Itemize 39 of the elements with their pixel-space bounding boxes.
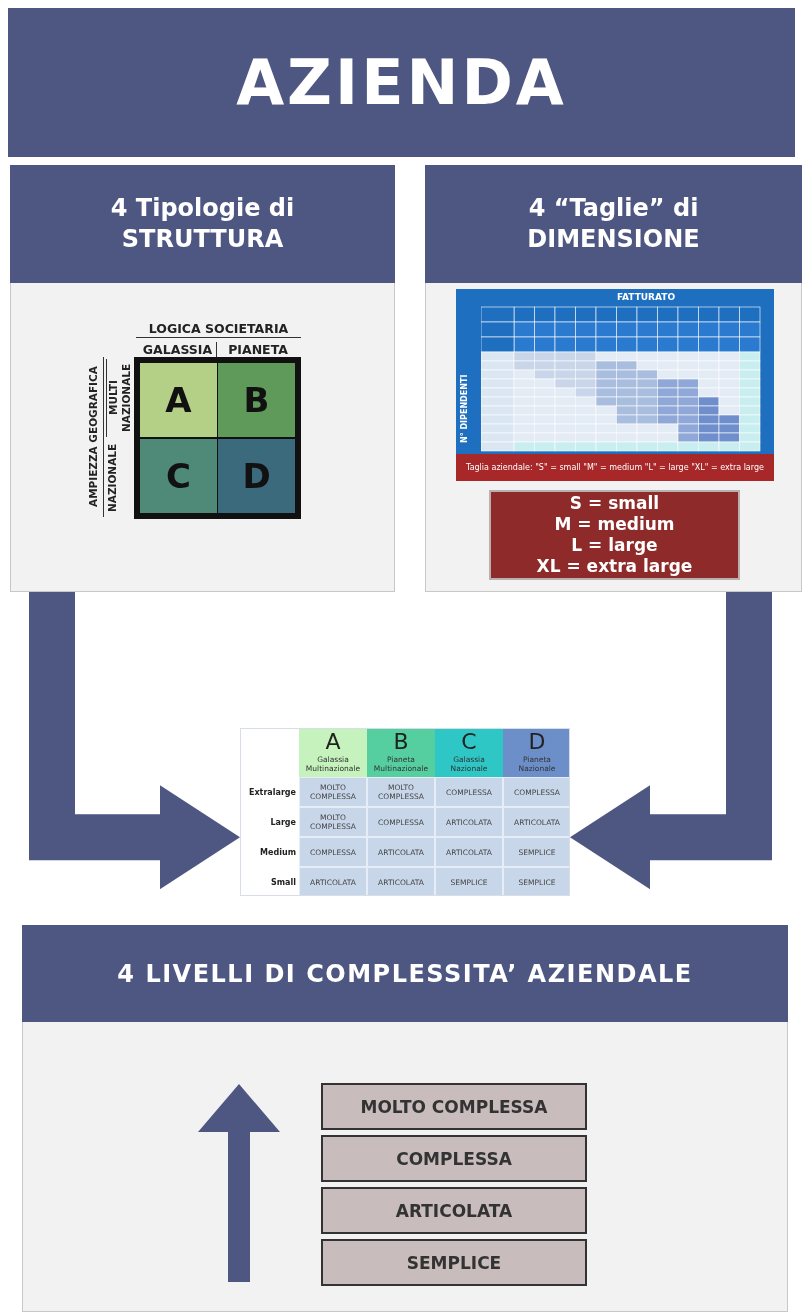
axis-title: AMPIEZZA GEOGRAFICA xyxy=(87,357,104,517)
quadrant-tile: A xyxy=(140,363,217,437)
legend-line: M = medium xyxy=(554,514,675,535)
arrow xyxy=(29,592,240,890)
column-letter: D xyxy=(527,730,547,754)
panel xyxy=(425,165,802,592)
row-label: NAZIONALE xyxy=(106,442,119,515)
legend-line: S = small xyxy=(569,493,660,514)
legend-line: L = large xyxy=(571,535,658,556)
panel-title: 4 LIVELLI DI COMPLESSITA’ AZIENDALE xyxy=(116,958,694,990)
panel-title: 4 Tipologie di STRUTTURA xyxy=(109,192,296,255)
title: AZIENDA xyxy=(235,45,568,121)
column-label: PIANETA xyxy=(227,342,289,357)
table-heading: FATTURATO xyxy=(615,292,677,302)
column-letter: A xyxy=(324,730,342,754)
column-letter: C xyxy=(460,730,478,754)
arrow xyxy=(570,592,772,890)
row-label: MULTI NAZIONALE xyxy=(106,359,133,437)
level-box: SEMPLICE xyxy=(321,1239,587,1286)
panel xyxy=(10,165,395,592)
legend-line: XL = extra large xyxy=(536,556,693,577)
row-label: Medium xyxy=(259,846,296,859)
panel xyxy=(22,925,788,1312)
level-box: ARTICOLATA xyxy=(321,1187,587,1234)
quadrant-tile: B xyxy=(218,363,295,437)
row-label: Large xyxy=(269,816,296,829)
complexity-table xyxy=(240,728,570,896)
axis-title: LOGICA SOCIETARIA xyxy=(136,321,301,338)
column-letter: B xyxy=(392,730,410,754)
axis-label: N° DIPENDENTI xyxy=(460,373,469,446)
table-footnote: Taglia aziendale: "S" = small "M" = medium "L" = large "XL" = extra large xyxy=(456,454,774,481)
level-box: COMPLESSA xyxy=(321,1135,587,1182)
row-label: Extralarge xyxy=(247,786,296,799)
legend-box xyxy=(489,490,740,580)
quadrant-tile: D xyxy=(218,439,295,513)
row-label: Small xyxy=(270,876,296,889)
panel-title: 4 “Taglie” di DIMENSIONE xyxy=(526,192,701,255)
quadrant-tile: C xyxy=(140,439,217,513)
level-box: MOLTO COMPLESSA xyxy=(321,1083,587,1130)
